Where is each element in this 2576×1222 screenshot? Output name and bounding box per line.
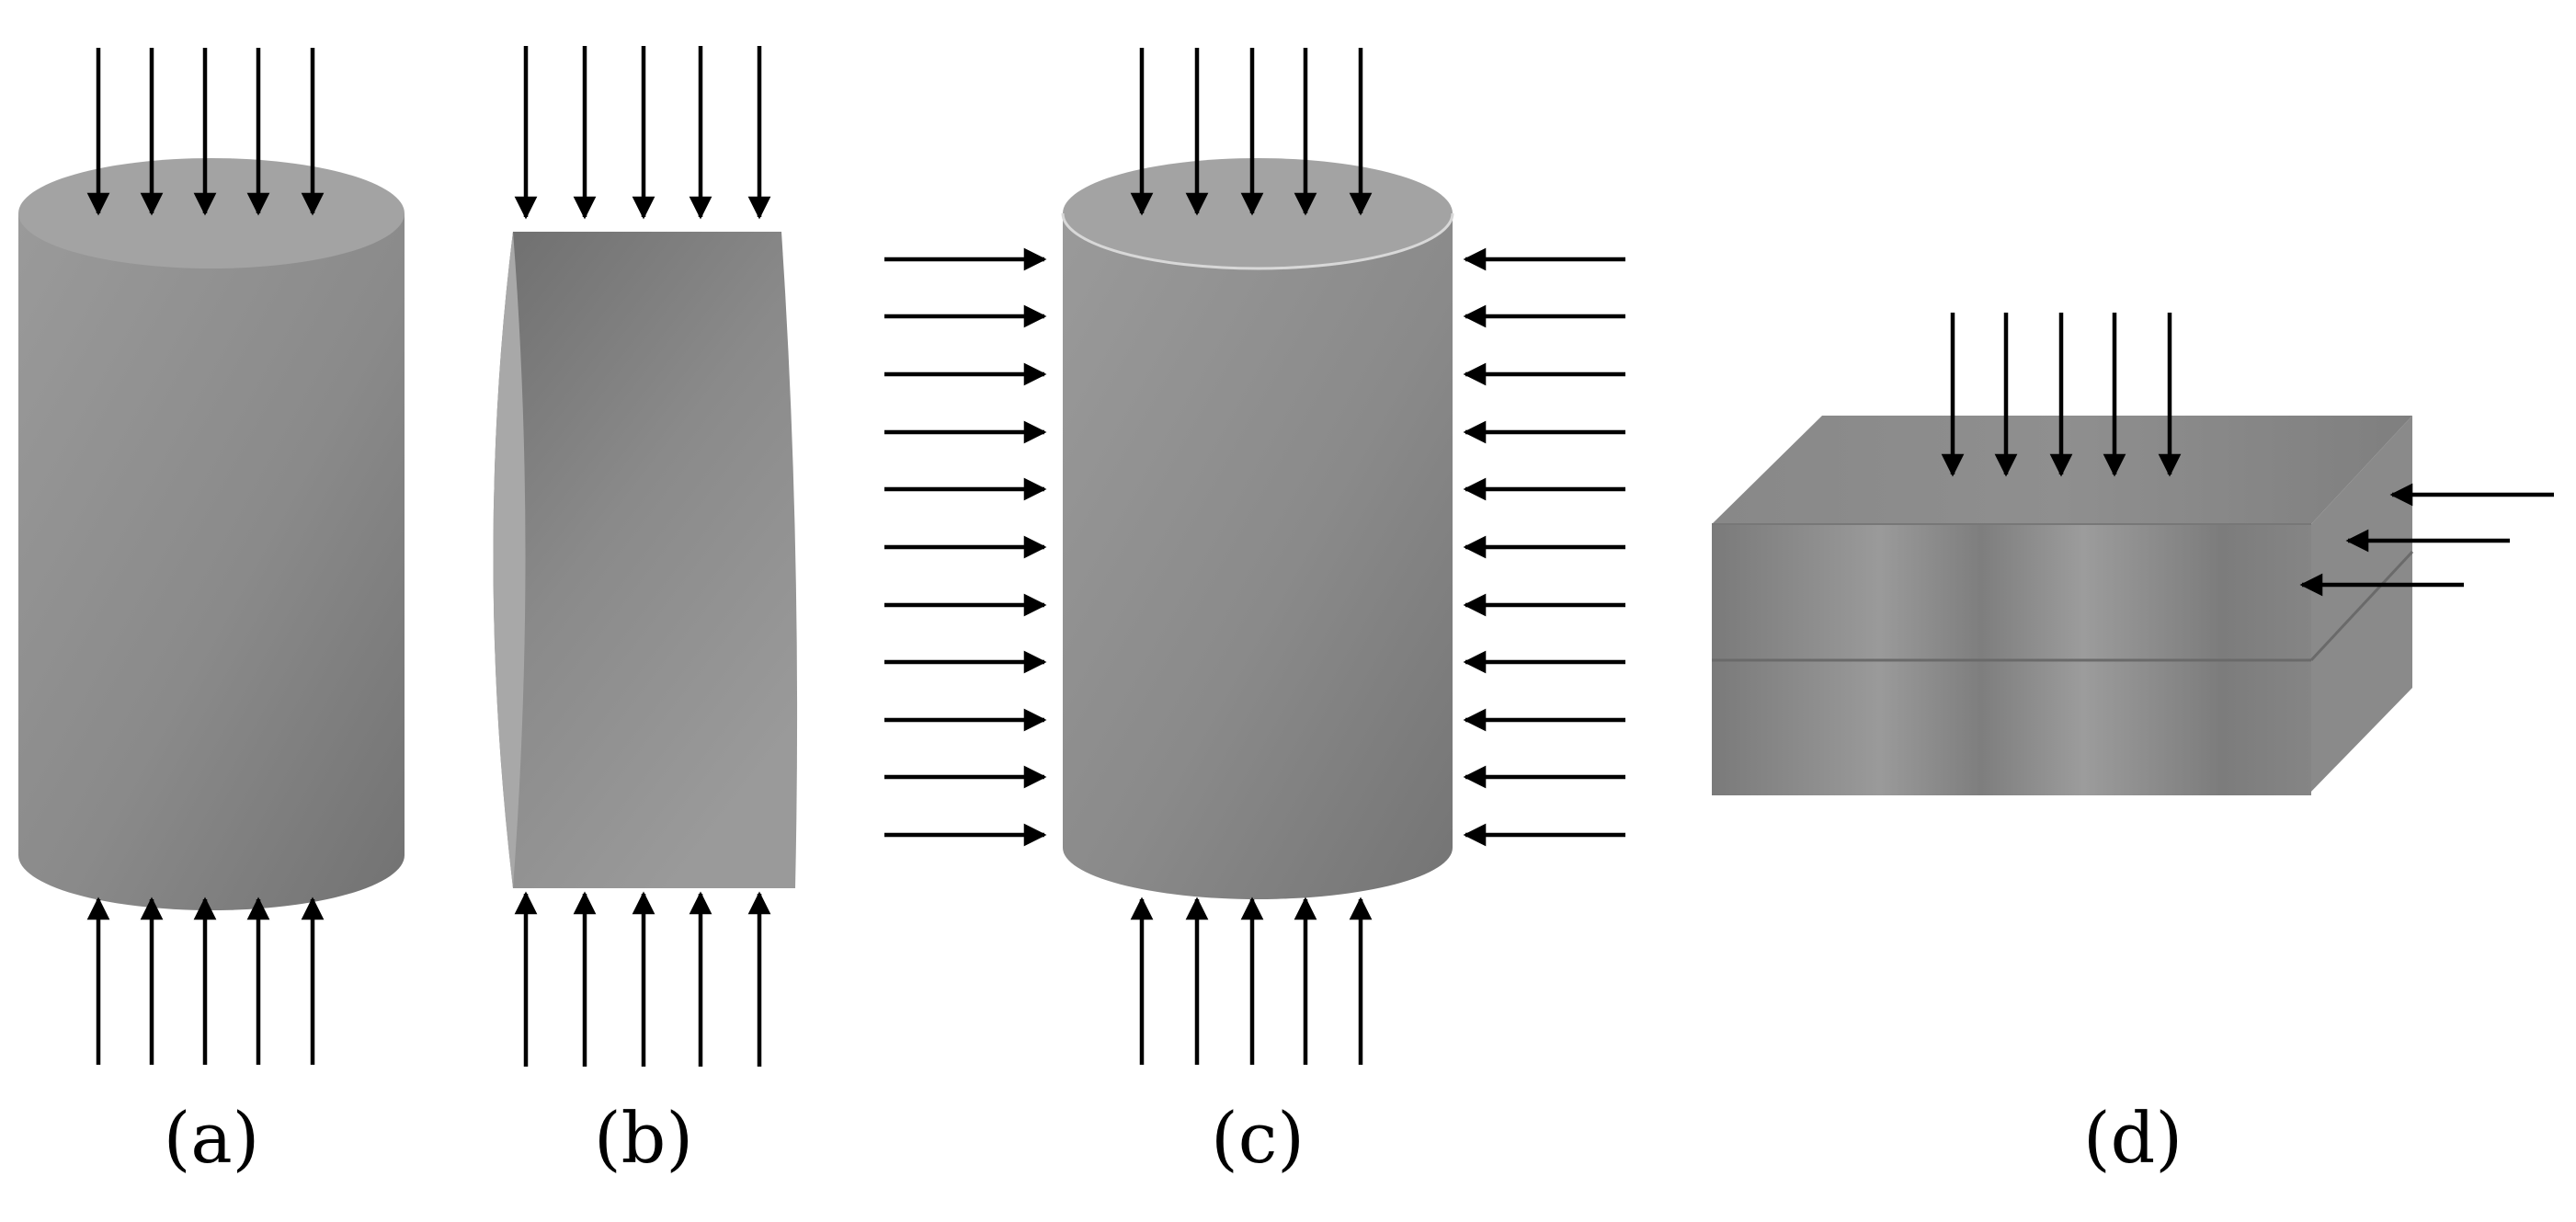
arrows-b-bottom <box>514 891 771 1067</box>
arrows-b-top <box>514 46 771 220</box>
caption-b: (b) <box>594 1097 693 1179</box>
block-d-side-layer-line <box>2309 550 2414 662</box>
caption-d: (d) <box>2083 1097 2183 1179</box>
half-cylinder-b-curved-side <box>493 232 526 888</box>
half-cylinder-b-face <box>493 232 798 888</box>
panel-c <box>884 48 1625 1065</box>
arrows-c-left <box>884 247 1047 847</box>
arrows-a-top <box>86 48 325 216</box>
block-d-side-face <box>2308 416 2412 795</box>
arrows-c-right <box>1463 247 1625 847</box>
cylinder-a-top <box>18 158 405 268</box>
arrows-d-side <box>2299 483 2554 597</box>
caption-a: (a) <box>163 1097 260 1179</box>
caption-c: (c) <box>1211 1097 1305 1179</box>
panel-a <box>18 48 405 1065</box>
panel-b <box>493 46 798 1067</box>
cylinder-c-rim-highlight <box>1061 212 1454 270</box>
cylinder-a-body <box>18 213 405 910</box>
cylinder-c-body <box>1063 213 1453 899</box>
arrows-c-bottom <box>1130 897 1373 1065</box>
arrows-c-top <box>1130 48 1373 216</box>
arrows-a-bottom <box>86 897 325 1065</box>
arrows-d-top <box>1941 313 2182 477</box>
panel-d <box>1712 313 2554 795</box>
